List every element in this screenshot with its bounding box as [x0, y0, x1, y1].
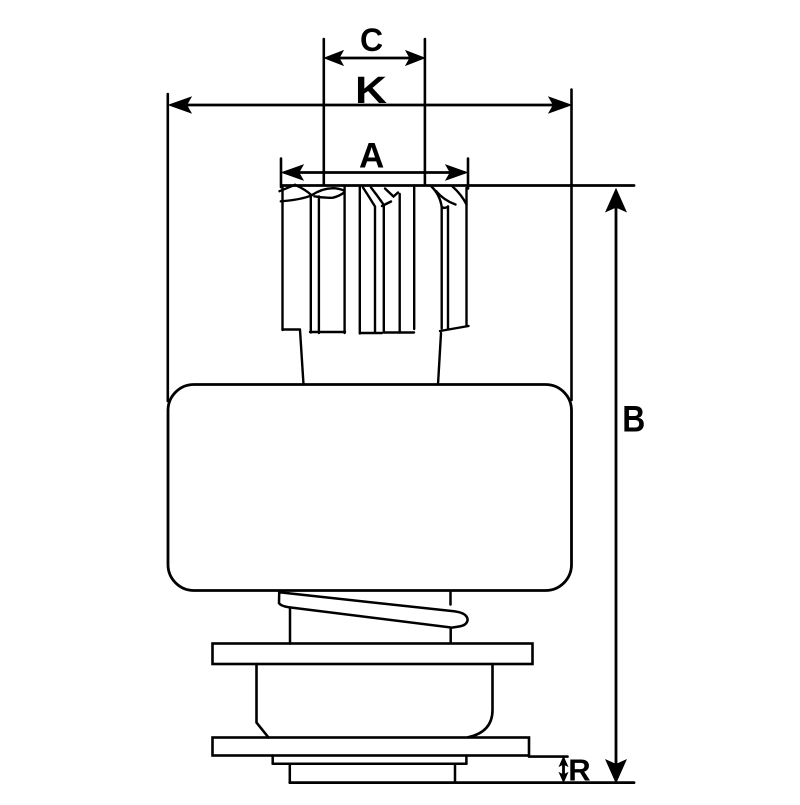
svg-text:R: R	[568, 753, 590, 788]
svg-text:B: B	[622, 399, 645, 440]
svg-text:A: A	[359, 137, 384, 176]
svg-text:C: C	[360, 22, 383, 58]
svg-text:K: K	[355, 70, 388, 112]
